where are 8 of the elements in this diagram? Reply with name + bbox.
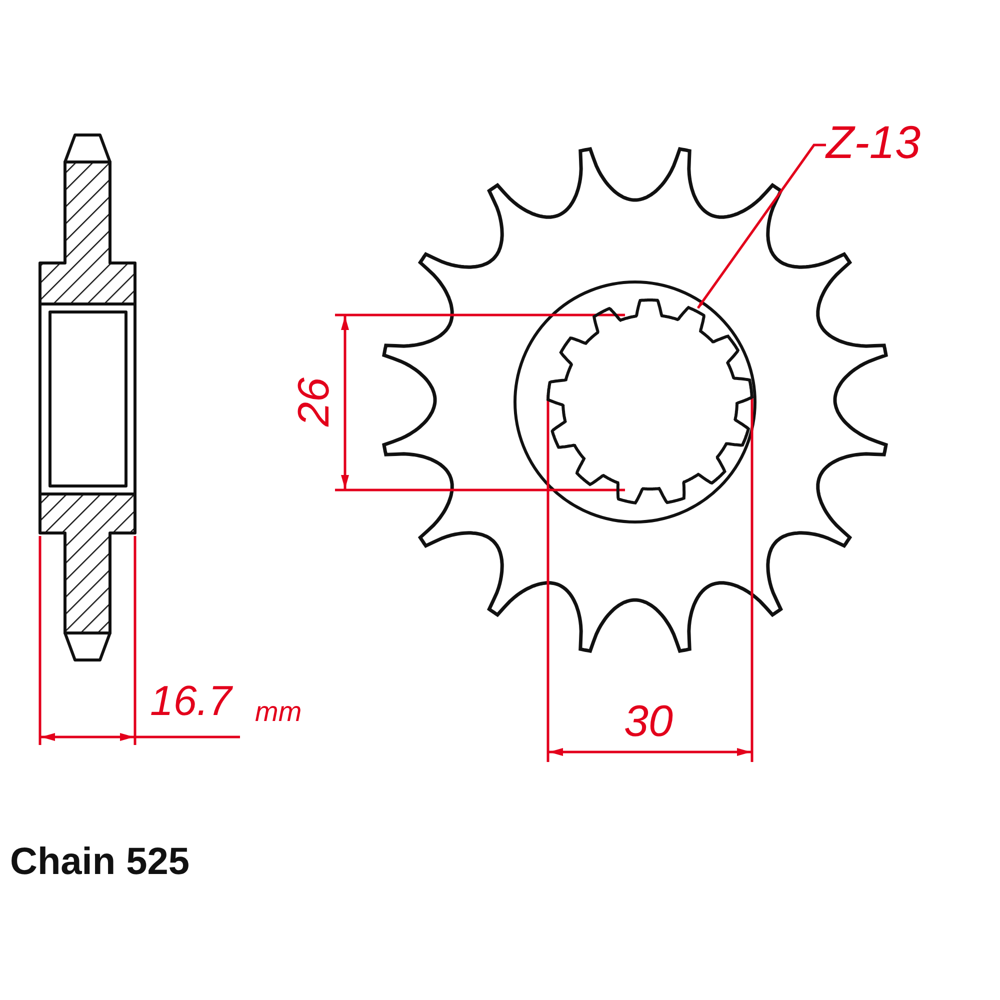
- callout-label: Z-13: [826, 115, 922, 170]
- spline-bore-outline: [546, 300, 754, 506]
- dimension-value: 16.7: [150, 680, 232, 722]
- dimension-value: 30: [624, 700, 673, 744]
- unit-label: mm: [255, 698, 302, 726]
- leader-line: [696, 144, 826, 309]
- chain-size-label: Chain 525: [10, 843, 190, 881]
- dimension-value: 26: [292, 378, 336, 426]
